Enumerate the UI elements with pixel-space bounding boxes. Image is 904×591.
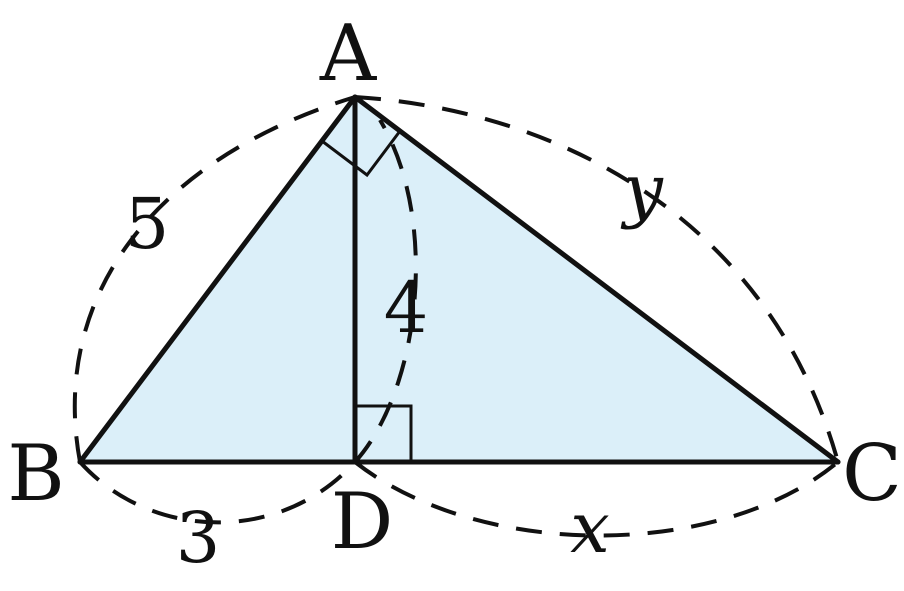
label-point-a: A [319,9,378,99]
right-angle-a-marker [321,130,402,178]
arc-ab [72,95,356,463]
label-point-d: D [331,477,394,567]
label-point-b: B [7,429,64,519]
right-angle-d-marker [355,404,413,462]
label-length-ac: y [620,149,664,231]
label-point-c: C [842,429,902,519]
edge-ac [352,94,841,465]
arc-ad [353,118,418,464]
arc-bd [78,460,357,525]
triangle-abc-fill [80,97,838,462]
arc-dc [353,460,840,538]
label-length-ad: 4 [384,267,429,349]
label-length-bd: 3 [176,497,221,579]
label-length-ab: 5 [125,183,170,265]
arc-ac [354,95,840,463]
label-length-dc: x [570,487,609,569]
edge-ab [77,94,358,465]
